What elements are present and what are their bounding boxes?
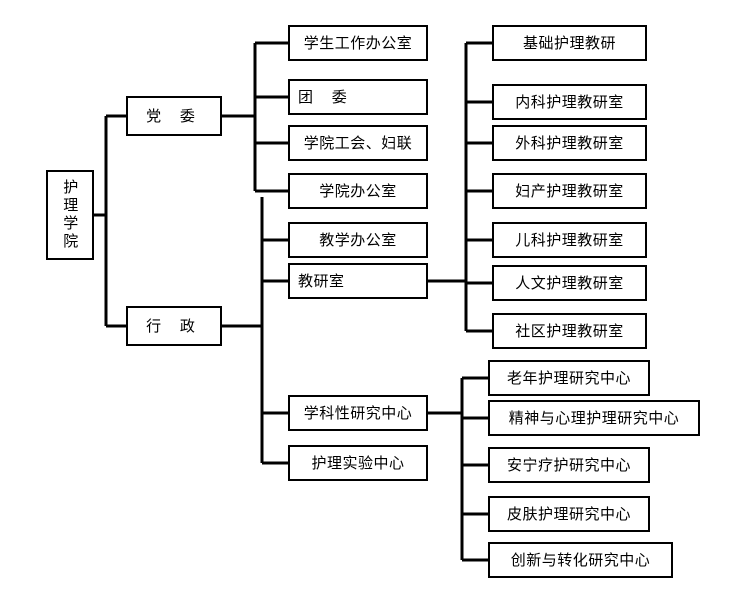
node-label: 行 政 [146, 316, 202, 335]
node-l3-hlsyzx[interactable]: 护理实验中心 [288, 445, 428, 481]
node-label: 学生工作办公室 [303, 33, 413, 52]
node-l3-xkxyjzx[interactable]: 学科性研究中心 [288, 395, 428, 431]
node-label: 安宁疗护研究中心 [506, 455, 631, 474]
node-teaching-room-tr2[interactable]: 内科护理教研室 [492, 84, 647, 120]
node-l3-xsgzbgs[interactable]: 学生工作办公室 [288, 25, 428, 61]
node-l2-dangwei[interactable]: 党 委 [126, 96, 222, 136]
node-teaching-room-tr6[interactable]: 人文护理教研室 [492, 265, 647, 301]
node-label: 护理实验中心 [311, 453, 405, 472]
node-label: 教学办公室 [319, 230, 397, 249]
node-teaching-room-tr5[interactable]: 儿科护理教研室 [492, 222, 647, 258]
node-research-center-rc5[interactable]: 创新与转化研究中心 [488, 542, 673, 578]
node-research-center-rc4[interactable]: 皮肤护理研究中心 [488, 496, 650, 532]
node-label: 妇产护理教研室 [515, 181, 624, 200]
node-l3-jyanshi[interactable]: 教研室 [288, 263, 428, 299]
node-label: 社区护理教研室 [515, 321, 624, 340]
node-label: 皮肤护理研究中心 [506, 504, 631, 523]
node-research-center-rc1[interactable]: 老年护理研究中心 [488, 360, 650, 396]
node-teaching-room-tr7[interactable]: 社区护理教研室 [492, 313, 647, 349]
node-research-center-rc3[interactable]: 安宁疗护研究中心 [488, 447, 650, 483]
node-label: 团 委 [298, 87, 354, 106]
node-label: 内科护理教研室 [515, 92, 624, 111]
node-teaching-room-tr4[interactable]: 妇产护理教研室 [492, 173, 647, 209]
node-label: 教研室 [298, 271, 345, 290]
node-label: 精神与心理护理研究中心 [508, 408, 680, 427]
node-label: 党 委 [146, 106, 202, 125]
node-label: 创新与转化研究中心 [510, 550, 651, 569]
node-l3-ghfl[interactable]: 学院工会、妇联 [288, 125, 428, 161]
node-label: 老年护理研究中心 [506, 368, 631, 387]
node-l3-tuanwei[interactable]: 团 委 [288, 79, 428, 115]
node-label: 外科护理教研室 [515, 133, 624, 152]
node-label: 学科性研究中心 [303, 403, 413, 422]
node-label: 基础护理教研 [522, 33, 616, 52]
node-label: 学院办公室 [319, 181, 397, 200]
node-teaching-room-tr1[interactable]: 基础护理教研 [492, 25, 647, 61]
node-teaching-room-tr3[interactable]: 外科护理教研室 [492, 125, 647, 161]
node-root-root[interactable]: 护理学院 [46, 170, 94, 260]
node-l2-xingzheng[interactable]: 行 政 [126, 306, 222, 346]
node-label: 学院工会、妇联 [303, 133, 413, 152]
node-label: 护理学院 [61, 179, 80, 251]
node-research-center-rc2[interactable]: 精神与心理护理研究中心 [488, 400, 700, 436]
node-label: 儿科护理教研室 [515, 230, 624, 249]
node-label: 人文护理教研室 [515, 273, 624, 292]
node-l3-jxbgs[interactable]: 教学办公室 [288, 222, 428, 258]
node-l3-xybgs[interactable]: 学院办公室 [288, 173, 428, 209]
